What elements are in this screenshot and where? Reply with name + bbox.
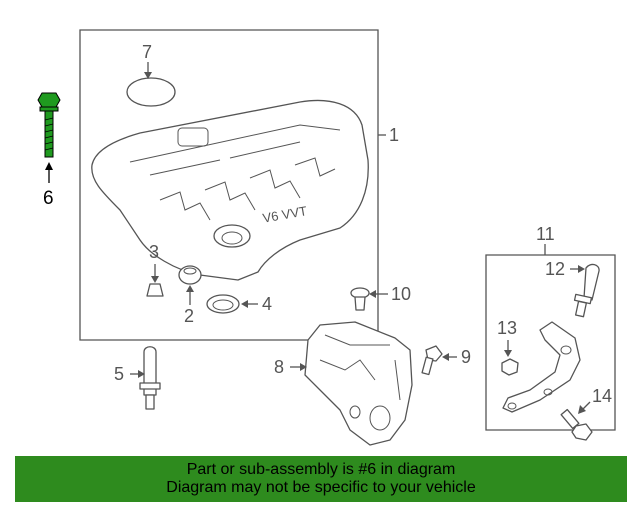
part-13-nut [501,358,519,376]
callout-13: 13 [497,318,517,338]
arrow-9 [442,353,449,361]
arrow-10 [369,290,376,298]
callout-5: 5 [114,364,124,384]
callout-7: 7 [142,42,152,62]
callout-14: 14 [592,386,612,406]
part-1-engine-cover: V6 VVT [91,99,369,281]
arrow-6 [45,162,53,170]
part-6-bolt-highlighted [37,92,61,158]
banner-line-2: Diagram may not be specific to your vehi… [166,479,476,496]
arrow-12 [578,265,585,273]
callout-4: 4 [262,294,272,314]
parts-diagram: 7 V6 VVT 1 3 2 4 6 [37,29,616,446]
notice-banner: Part or sub-assembly is #6 in diagram Di… [15,456,627,502]
callout-11: 11 [536,224,555,244]
arrow-5 [138,370,145,378]
part-3-grommet [146,283,164,297]
part-7-seal [126,77,176,107]
callout-3: 3 [149,242,159,262]
arrow-2 [186,285,194,292]
part-12-stud [573,263,600,318]
part-2-isolator [178,265,202,285]
group-box-bracket [485,254,616,431]
arrow-8 [300,363,307,371]
part-8-bracket [304,321,413,446]
part-14-bolt [560,408,593,441]
part-10-clip [350,287,370,311]
arrow-3 [151,276,159,283]
callout-12: 12 [545,259,565,279]
callout-6: 6 [43,188,54,209]
callout-9: 9 [461,347,471,367]
part-9-bolt [421,345,443,376]
callout-8: 8 [274,357,284,377]
part-5-stud [139,346,161,410]
callout-1: 1 [389,125,399,145]
part-11-bracket [502,321,581,413]
banner-line-1: Part or sub-assembly is #6 in diagram [186,461,456,478]
callout-2: 2 [184,306,194,326]
arrow-14 [578,405,586,414]
arrow-13 [504,350,512,357]
arrow-4 [241,300,248,308]
arrow-7 [144,72,152,79]
callout-10: 10 [391,284,411,304]
